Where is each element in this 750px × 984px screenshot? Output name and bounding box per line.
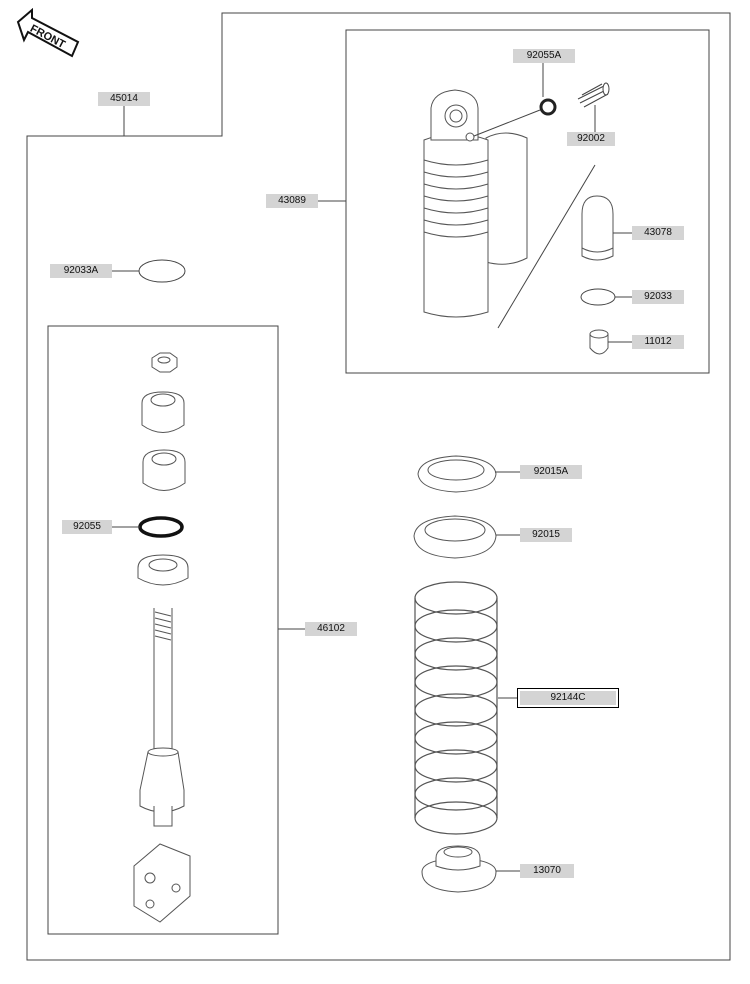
part-label-92015A[interactable]: 92015A xyxy=(520,465,582,479)
nut-92015 xyxy=(413,515,497,559)
assembly-frame-45014 xyxy=(26,12,731,961)
part-label-43078[interactable]: 43078 xyxy=(632,226,684,240)
rod-assembly-illustration xyxy=(133,352,191,923)
coil-spring-92144C xyxy=(414,581,498,835)
part-label-92033[interactable]: 92033 xyxy=(632,290,684,304)
oring-92055A xyxy=(539,98,557,116)
part-label-43089[interactable]: 43089 xyxy=(266,194,318,208)
nut-92015A xyxy=(417,455,497,493)
part-label-13070[interactable]: 13070 xyxy=(520,864,574,878)
part-label-11012[interactable]: 11012 xyxy=(632,335,684,349)
part-label-46102[interactable]: 46102 xyxy=(305,622,357,636)
ring-92033 xyxy=(580,288,616,306)
part-label-92055[interactable]: 92055 xyxy=(62,520,112,534)
shock-body-illustration xyxy=(423,89,528,318)
part-label-45014[interactable]: 45014 xyxy=(98,92,150,106)
part-label-92002[interactable]: 92002 xyxy=(567,132,615,146)
spring-seat-13070 xyxy=(421,845,497,893)
part-label-92033A[interactable]: 92033A xyxy=(50,264,112,278)
front-direction-arrow: FRONT xyxy=(14,7,84,66)
part-label-92015[interactable]: 92015 xyxy=(520,528,572,542)
part-label-92144C[interactable]: 92144C xyxy=(517,688,619,708)
part-label-92055A[interactable]: 92055A xyxy=(513,49,575,63)
cap-43078 xyxy=(581,195,614,261)
valve-11012 xyxy=(589,329,609,355)
ring-92033A xyxy=(138,259,186,283)
rod-frame-46102 xyxy=(47,325,279,935)
front-arrow-icon: FRONT xyxy=(16,7,80,58)
spring-92002 xyxy=(577,82,610,108)
